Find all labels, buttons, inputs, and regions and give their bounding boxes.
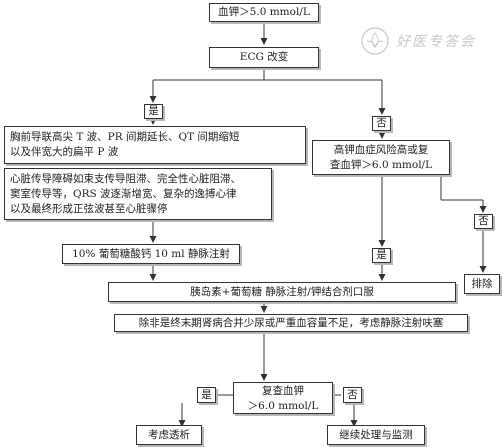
ecg-severe-line-2: 窦室传导等，QRS 波逐渐增宽、复杂的逸搏心律	[10, 188, 237, 200]
node-exclude: 排除	[464, 274, 500, 294]
recheck-line-1: 复查血钾	[262, 385, 304, 397]
ecg-severe-line-3: 以及最终形成正弦波甚至心脏骤停	[10, 203, 168, 215]
watermark-text: 好医专答会	[396, 34, 476, 50]
watermark: 好医专答会	[360, 24, 496, 58]
label-yes-top: 是	[144, 104, 163, 119]
label-no-top: 否	[372, 116, 391, 131]
node-risk: 高钾血症风险高或复 查血钾＞6.0 mmol/L	[312, 140, 450, 175]
node-ecg-mild: 胸前导联高尖 T 波、PR 间期延长、QT 间期缩短 以及伴宽大的扁平 P 波	[4, 126, 306, 164]
node-calcium: 10% 葡萄糖酸钙 10 ml 静脉注射	[62, 244, 240, 264]
lotus-seal-icon	[361, 27, 389, 55]
label-yes-risk: 是	[372, 248, 391, 263]
node-ecg-severe: 心脏传导障碍如束支传导阻滞、完全性心脏阻滞、 窦室传导等，QRS 波逐渐增宽、复…	[4, 168, 272, 220]
label-no-bottom: 否	[343, 387, 362, 403]
node-insulin: 胰岛素+葡萄糖 静脉注射/钾结合剂口服	[108, 282, 456, 302]
ecg-mild-line-2: 以及伴宽大的扁平 P 波	[10, 146, 119, 158]
label-yes-bottom: 是	[197, 387, 216, 403]
risk-line-1: 高钾血症风险高或复	[333, 144, 429, 156]
node-consider-dialysis: 考虑透析	[136, 425, 202, 445]
recheck-line-2: ＞6.0 mmol/L	[247, 400, 319, 412]
node-recheck: 复查血钾 ＞6.0 mmol/L	[233, 382, 333, 414]
node-continue-monitor: 继续处理与监测	[327, 425, 425, 445]
ecg-mild-line-1: 胸前导联高尖 T 波、PR 间期延长、QT 间期缩短	[10, 131, 240, 143]
label-no-risk: 否	[474, 214, 493, 229]
ecg-severe-line-1: 心脏传导障碍如束支传导阻滞、完全性心脏阻滞、	[10, 173, 241, 185]
node-start: 血钾＞5.0 mmol/L	[209, 3, 319, 22]
node-dialysis-note: 除非是终末期肾病合并少尿或严重血容量不足，考虑静脉注射呋塞	[114, 314, 468, 332]
risk-line-2: 查血钾＞6.0 mmol/L	[329, 159, 433, 171]
node-ecg: ECG 改变	[209, 47, 319, 68]
